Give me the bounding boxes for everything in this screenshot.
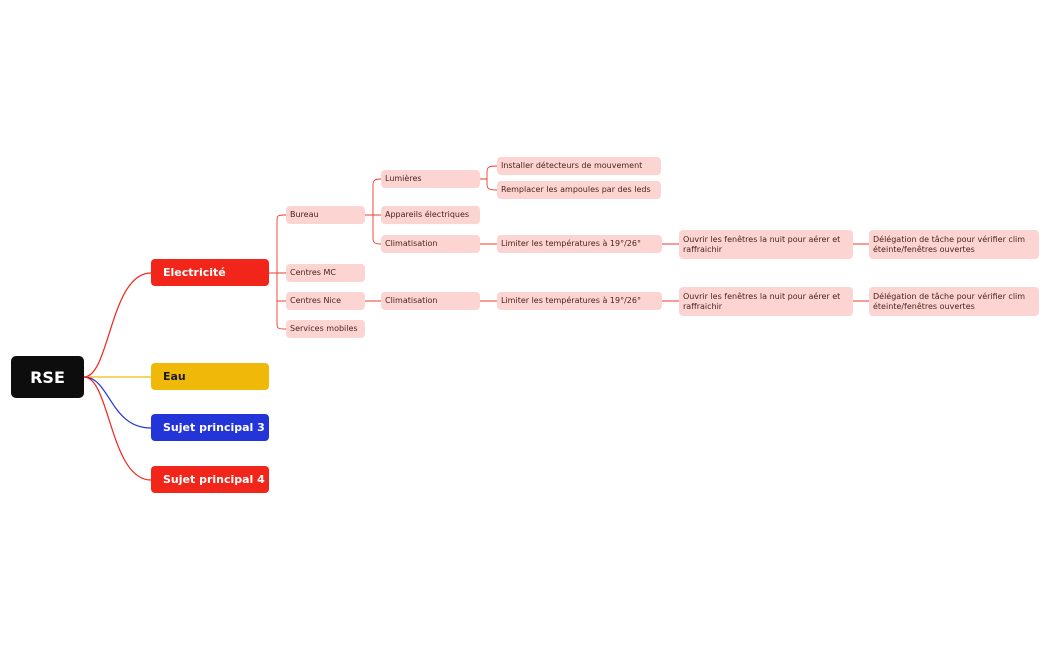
- subtopic-climatisation-bureau[interactable]: Climatisation: [381, 235, 480, 253]
- subtopic-label: Limiter les températures à 19°/26°: [501, 296, 641, 306]
- subtopic-label: Installer détecteurs de mouvement: [501, 161, 643, 171]
- subtopic-limiter-temperatures-bureau[interactable]: Limiter les températures à 19°/26°: [497, 235, 662, 253]
- subtopic-label: Appareils électriques: [385, 210, 470, 220]
- subtopic-bureau[interactable]: Bureau: [286, 206, 365, 224]
- subtopic-label: Climatisation: [385, 296, 438, 306]
- subtopic-installer-detecteurs[interactable]: Installer détecteurs de mouvement: [497, 157, 661, 175]
- subtopic-appareils-electriques[interactable]: Appareils électriques: [381, 206, 480, 224]
- subtopic-label: Ouvrir les fenêtres la nuit pour aérer e…: [683, 292, 841, 311]
- link-elec-trunk: [269, 214, 287, 330]
- subtopic-remplacer-ampoules[interactable]: Remplacer les ampoules par des leds: [497, 181, 661, 199]
- subtopic-centres-nice[interactable]: Centres Nice: [286, 292, 365, 310]
- link-root-electricite: [83, 272, 152, 378]
- link-root-sujet4: [83, 376, 152, 481]
- root-label: RSE: [30, 367, 65, 387]
- subtopic-label: Limiter les températures à 19°/26°: [501, 239, 641, 249]
- subtopic-ouvrir-fenetres-bureau[interactable]: Ouvrir les fenêtres la nuit pour aérer e…: [679, 230, 853, 259]
- subtopic-lumieres[interactable]: Lumières: [381, 170, 480, 188]
- subtopic-label: Ouvrir les fenêtres la nuit pour aérer e…: [683, 235, 841, 254]
- subtopic-label: Services mobiles: [290, 324, 358, 334]
- subtopic-label: Lumières: [385, 174, 422, 184]
- subtopic-services-mobiles[interactable]: Services mobiles: [286, 320, 365, 338]
- subtopic-label: Délégation de tâche pour vérifier clim é…: [873, 235, 1026, 254]
- main-topic-eau[interactable]: Eau: [151, 363, 269, 390]
- main-topic-label: Electricité: [163, 266, 226, 279]
- link-lumieres-children: [480, 165, 498, 191]
- subtopic-label: Remplacer les ampoules par des leds: [501, 185, 651, 195]
- subtopic-label: Centres Nice: [290, 296, 341, 306]
- subtopic-label: Climatisation: [385, 239, 438, 249]
- main-topic-label: Eau: [163, 370, 186, 383]
- root-node-rse[interactable]: RSE: [11, 356, 84, 398]
- main-topic-sujet-4[interactable]: Sujet principal 4: [151, 466, 269, 493]
- subtopic-delegation-bureau[interactable]: Délégation de tâche pour vérifier clim é…: [869, 230, 1039, 259]
- link-root-sujet3: [83, 376, 152, 429]
- subtopic-delegation-nice[interactable]: Délégation de tâche pour vérifier clim é…: [869, 287, 1039, 316]
- subtopic-label: Centres MC: [290, 268, 336, 278]
- main-topic-electricite[interactable]: Electricité: [151, 259, 269, 286]
- subtopic-label: Délégation de tâche pour vérifier clim é…: [873, 292, 1026, 311]
- subtopic-ouvrir-fenetres-nice[interactable]: Ouvrir les fenêtres la nuit pour aérer e…: [679, 287, 853, 316]
- subtopic-climatisation-nice[interactable]: Climatisation: [381, 292, 480, 310]
- main-topic-label: Sujet principal 4: [163, 473, 265, 486]
- subtopic-limiter-temperatures-nice[interactable]: Limiter les températures à 19°/26°: [497, 292, 662, 310]
- main-topic-label: Sujet principal 3: [163, 421, 265, 434]
- subtopic-label: Bureau: [290, 210, 319, 220]
- main-topic-sujet-3[interactable]: Sujet principal 3: [151, 414, 269, 441]
- subtopic-centres-mc[interactable]: Centres MC: [286, 264, 365, 282]
- link-bureau-children: [365, 178, 382, 245]
